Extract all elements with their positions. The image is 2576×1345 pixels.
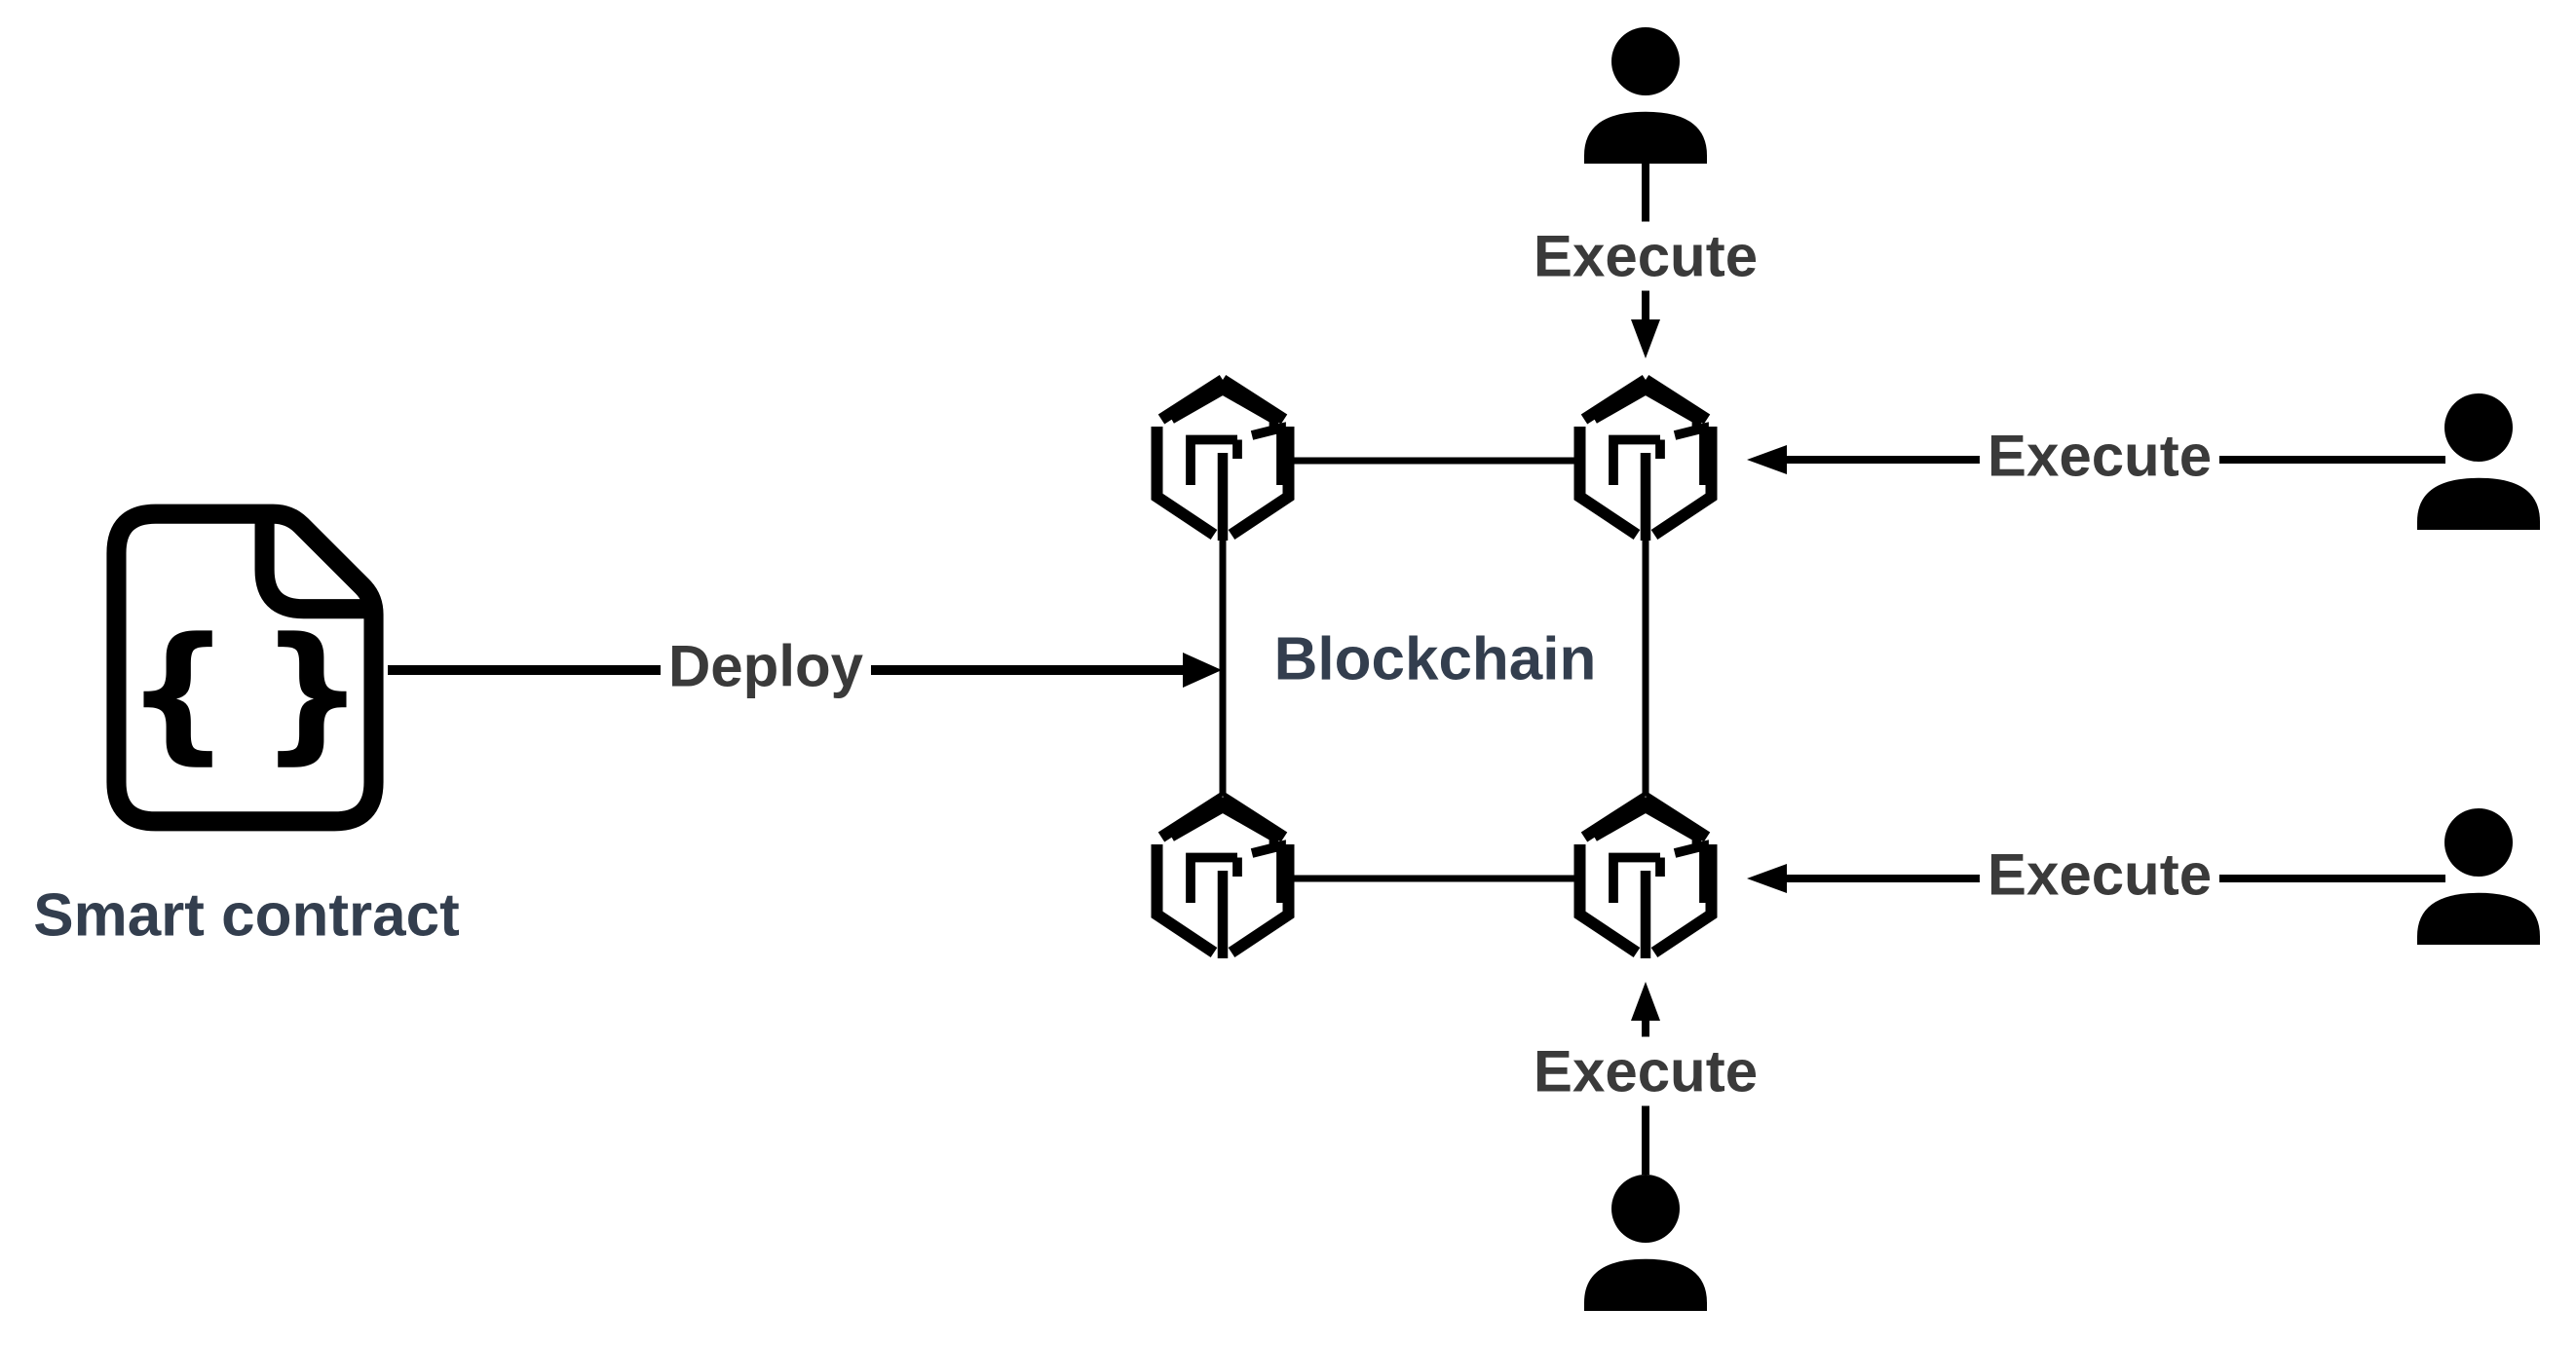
smart-contract-document-icon [105, 503, 385, 833]
blockchain-node-cube-icon-top-right [1572, 374, 1719, 546]
user-person-icon-bottom [1577, 1175, 1714, 1311]
execute-edge-label-right-bottom: Execute [1979, 840, 2220, 910]
deploy-edge-label: Deploy [660, 631, 872, 701]
blockchain-node-cube-icon-bottom-left [1150, 792, 1296, 964]
blockchain-label: Blockchain [1273, 625, 1597, 693]
blockchain-node-cube-icon-top-left [1150, 374, 1296, 546]
user-person-icon-right-top [2410, 393, 2547, 530]
smart-contract-label: Smart contract [33, 881, 460, 950]
execute-edge-label-bottom: Execute [1525, 1036, 1766, 1106]
execute-edge-label-right-top: Execute [1979, 421, 2220, 491]
execute-edge-label-top: Execute [1525, 221, 1766, 291]
blockchain-node-cube-icon-bottom-right [1572, 792, 1719, 964]
user-person-icon-right-bottom [2410, 808, 2547, 945]
user-person-icon-top [1577, 27, 1714, 164]
